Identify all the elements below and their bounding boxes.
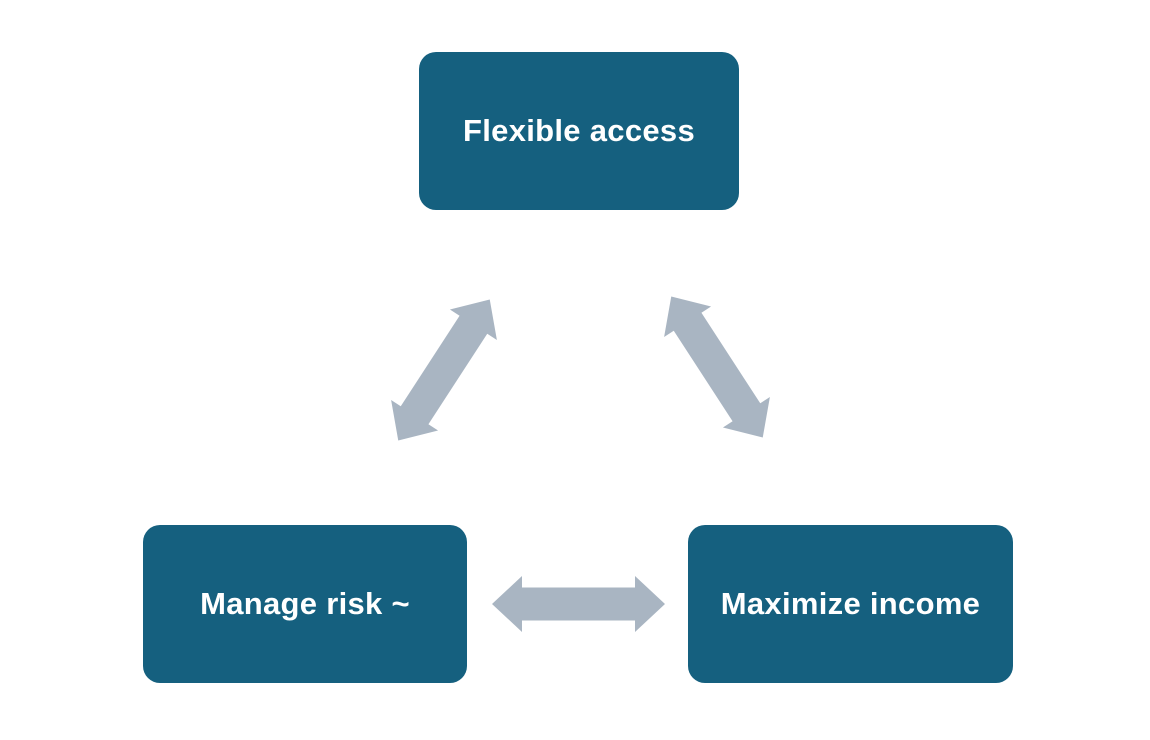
node-label-flexible-access: Flexible access <box>463 113 695 149</box>
double-arrow-shape <box>664 296 770 438</box>
node-flexible-access: Flexible access <box>419 52 739 210</box>
double-arrow-flexible-manage-icon <box>391 299 497 441</box>
double-arrow-manage-maximize-icon <box>492 576 665 632</box>
node-label-manage-risk: Manage risk ~ <box>200 586 410 622</box>
node-manage-risk: Manage risk ~ <box>143 525 467 683</box>
node-label-maximize-income: Maximize income <box>720 586 981 622</box>
double-arrow-flexible-maximize-icon <box>664 296 770 438</box>
node-maximize-income: Maximize income <box>688 525 1013 683</box>
double-arrow-shape <box>492 576 665 632</box>
double-arrow-shape <box>391 299 497 441</box>
